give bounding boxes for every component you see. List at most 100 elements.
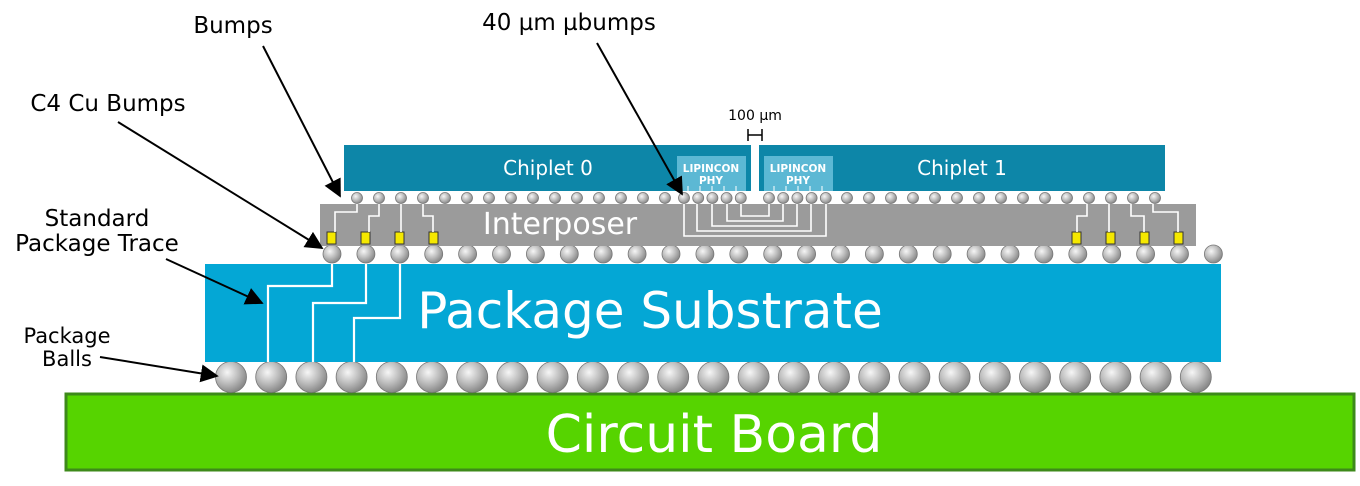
callout-arrows: [99, 42, 683, 383]
micro-bump: [1017, 192, 1029, 204]
c4-bump: [932, 244, 952, 264]
phy-ticks: [687, 186, 823, 191]
c4-bump: [1068, 244, 1088, 264]
micro-bump: [734, 192, 747, 204]
micro-bump: [571, 192, 583, 204]
micro-bump: [527, 192, 539, 204]
gap-label: 100 µm: [728, 108, 782, 124]
micro-bump: [692, 192, 705, 204]
package-ball: [657, 361, 690, 393]
micro-bump: [995, 192, 1007, 204]
package-balls-label-line2: Balls: [42, 347, 92, 371]
package-ball: [456, 361, 489, 393]
micro-bump: [395, 192, 407, 204]
micro-bump: [1105, 192, 1117, 204]
micro-bump: [417, 192, 429, 204]
c4-bump: [898, 244, 918, 264]
package-ball: [335, 361, 368, 393]
bumps-arrow: [262, 45, 341, 198]
chiplet-1-label: Chiplet 1: [917, 156, 1007, 180]
micro-bump: [637, 192, 649, 204]
micro-bump: [763, 192, 775, 204]
package-ball: [496, 361, 529, 393]
package-balls: [215, 361, 1212, 393]
package-ball: [858, 361, 891, 393]
micro-bump: [1083, 192, 1095, 204]
package-balls-arrow: [99, 356, 219, 383]
c4-bump: [1034, 244, 1054, 264]
c4-bump: [1170, 244, 1189, 264]
package-ball: [777, 361, 810, 393]
package-ball: [1059, 361, 1092, 393]
micro-bump: [1061, 192, 1073, 204]
c4-bump: [695, 244, 715, 264]
c4-bump: [390, 244, 410, 264]
micro-bump: [461, 192, 473, 204]
micro-bump: [720, 192, 733, 204]
micro-bump: [973, 192, 985, 204]
package-ball: [576, 361, 609, 393]
package-ball: [295, 361, 328, 393]
phy-right-line1: LIPINCON: [770, 163, 826, 175]
package-ball: [1139, 361, 1172, 393]
package-ball: [255, 361, 288, 393]
package-ball: [416, 361, 448, 393]
gap-dimension: [747, 129, 763, 141]
phy-left-line2: PHY: [699, 175, 723, 187]
package-ball: [818, 361, 850, 393]
chiplet-0-label: Chiplet 0: [503, 156, 593, 180]
micro-bump: [841, 192, 853, 204]
standard-trace-label-line2: Package Trace: [15, 231, 179, 257]
phy-right-line2: PHY: [786, 175, 810, 187]
micro-bump: [863, 192, 875, 204]
c4-bump: [458, 244, 478, 264]
package-ball: [978, 361, 1011, 393]
package-ball: [938, 361, 971, 393]
micro-bump: [483, 192, 495, 204]
micro-bump: [1039, 192, 1051, 204]
die-to-die-traces: [683, 203, 827, 237]
phy-block-right: [764, 156, 833, 191]
c4-bump: [627, 244, 647, 264]
package-balls-label-line1: Package: [23, 324, 110, 348]
micro-bump: [907, 192, 919, 204]
c4-bumps-label: C4 Cu Bumps: [30, 91, 185, 117]
c4-bump: [1102, 244, 1122, 264]
package-ball: [1019, 361, 1051, 393]
c4-bump: [831, 244, 850, 264]
micro-bump: [777, 192, 790, 204]
standard-trace-label-line1: Standard: [45, 206, 150, 232]
c4-bump: [763, 244, 783, 264]
phy-left-line1: LIPINCON: [683, 163, 739, 175]
c4-bump: [424, 244, 444, 264]
micro-bump: [439, 192, 451, 204]
package-ball: [737, 361, 770, 393]
circuit-board: [64, 392, 1356, 472]
micro-bump: [805, 192, 818, 204]
micro-bump: [1149, 192, 1161, 204]
c4-bump: [1000, 244, 1020, 264]
c4-bump: [526, 244, 545, 264]
package-ball: [617, 361, 649, 393]
c4-bumps: [322, 244, 1223, 264]
package-ball: [375, 361, 408, 393]
c4-pads: [326, 231, 1184, 245]
package-substrate: [205, 264, 1221, 362]
package-ball: [1099, 361, 1132, 393]
micro-bump: [373, 192, 385, 204]
micro-bump: [659, 192, 671, 204]
micro-bump: [885, 192, 897, 204]
micro-bump: [678, 192, 690, 204]
c4-bump: [729, 244, 749, 264]
micro-bump: [1127, 192, 1139, 204]
package-ball: [1179, 361, 1212, 393]
package-substrate-label: Package Substrate: [417, 282, 883, 340]
micro-bump: [593, 192, 605, 204]
c4-bump: [322, 244, 342, 264]
c4-bump: [661, 244, 681, 264]
c4-bump: [1204, 244, 1223, 264]
micro-bump: [706, 192, 719, 204]
package-ball: [898, 361, 931, 393]
micro-bump: [615, 192, 627, 204]
interposer-traces-left: [334, 202, 1179, 232]
